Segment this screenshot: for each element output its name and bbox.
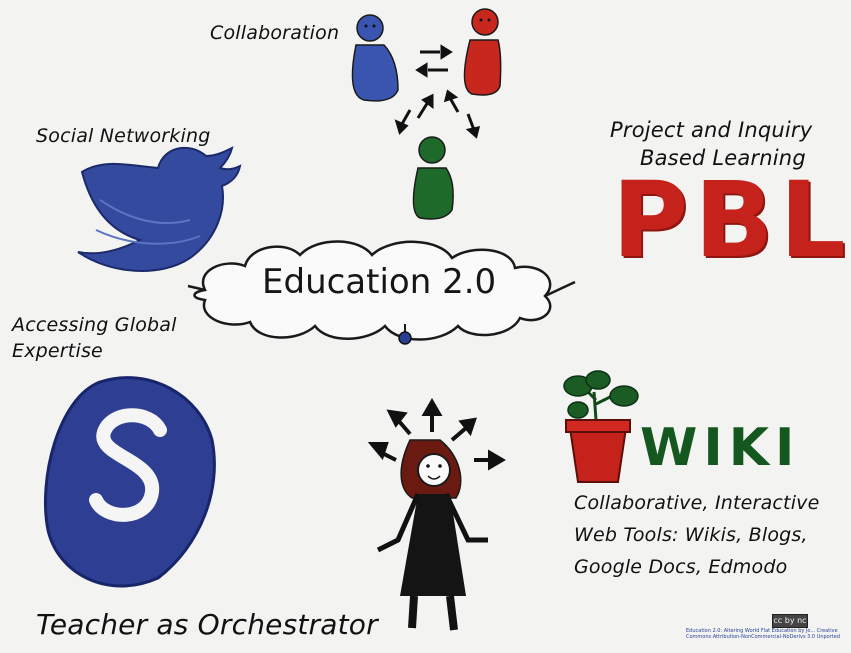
wiki-logo: WIKI	[640, 418, 801, 478]
person-red	[463, 8, 502, 96]
global-expertise-line2: Expertise	[12, 340, 103, 362]
collaboration-label: Collaboration	[210, 22, 340, 44]
teacher-orchestrator-label: Teacher as Orchestrator	[36, 608, 378, 641]
collaboration-arrows	[394, 44, 481, 139]
education-title: Education 2.0	[262, 262, 497, 302]
web-tools-line3: Google Docs, Edmodo	[574, 556, 788, 578]
people-collaboration-icon	[351, 8, 502, 220]
pbl-logo: PBL	[612, 159, 851, 281]
education-cloud	[187, 240, 576, 345]
pbl-description-line2: Based Learning	[640, 146, 806, 170]
cc-license-badge[interactable]: cc by nc sa	[772, 614, 808, 637]
pbl-description-line1: Project and Inquiry	[610, 118, 813, 142]
person-blue	[351, 14, 399, 102]
web-tools-line2: Web Tools: Wikis, Blogs,	[574, 524, 808, 546]
global-expertise-line1: Accessing Global	[12, 314, 177, 336]
person-green	[412, 136, 454, 220]
skype-icon	[44, 376, 216, 588]
license-credit-text: Education 2.0: Altering World Flat Educa…	[686, 628, 841, 640]
wiki-plant-icon	[563, 370, 639, 483]
teacher-figure-icon	[367, 398, 506, 631]
social-networking-label: Social Networking	[36, 125, 211, 147]
twitter-bird-icon	[77, 146, 242, 272]
web-tools-line1: Collaborative, Interactive	[574, 492, 820, 514]
teacher-arrows	[367, 398, 506, 471]
